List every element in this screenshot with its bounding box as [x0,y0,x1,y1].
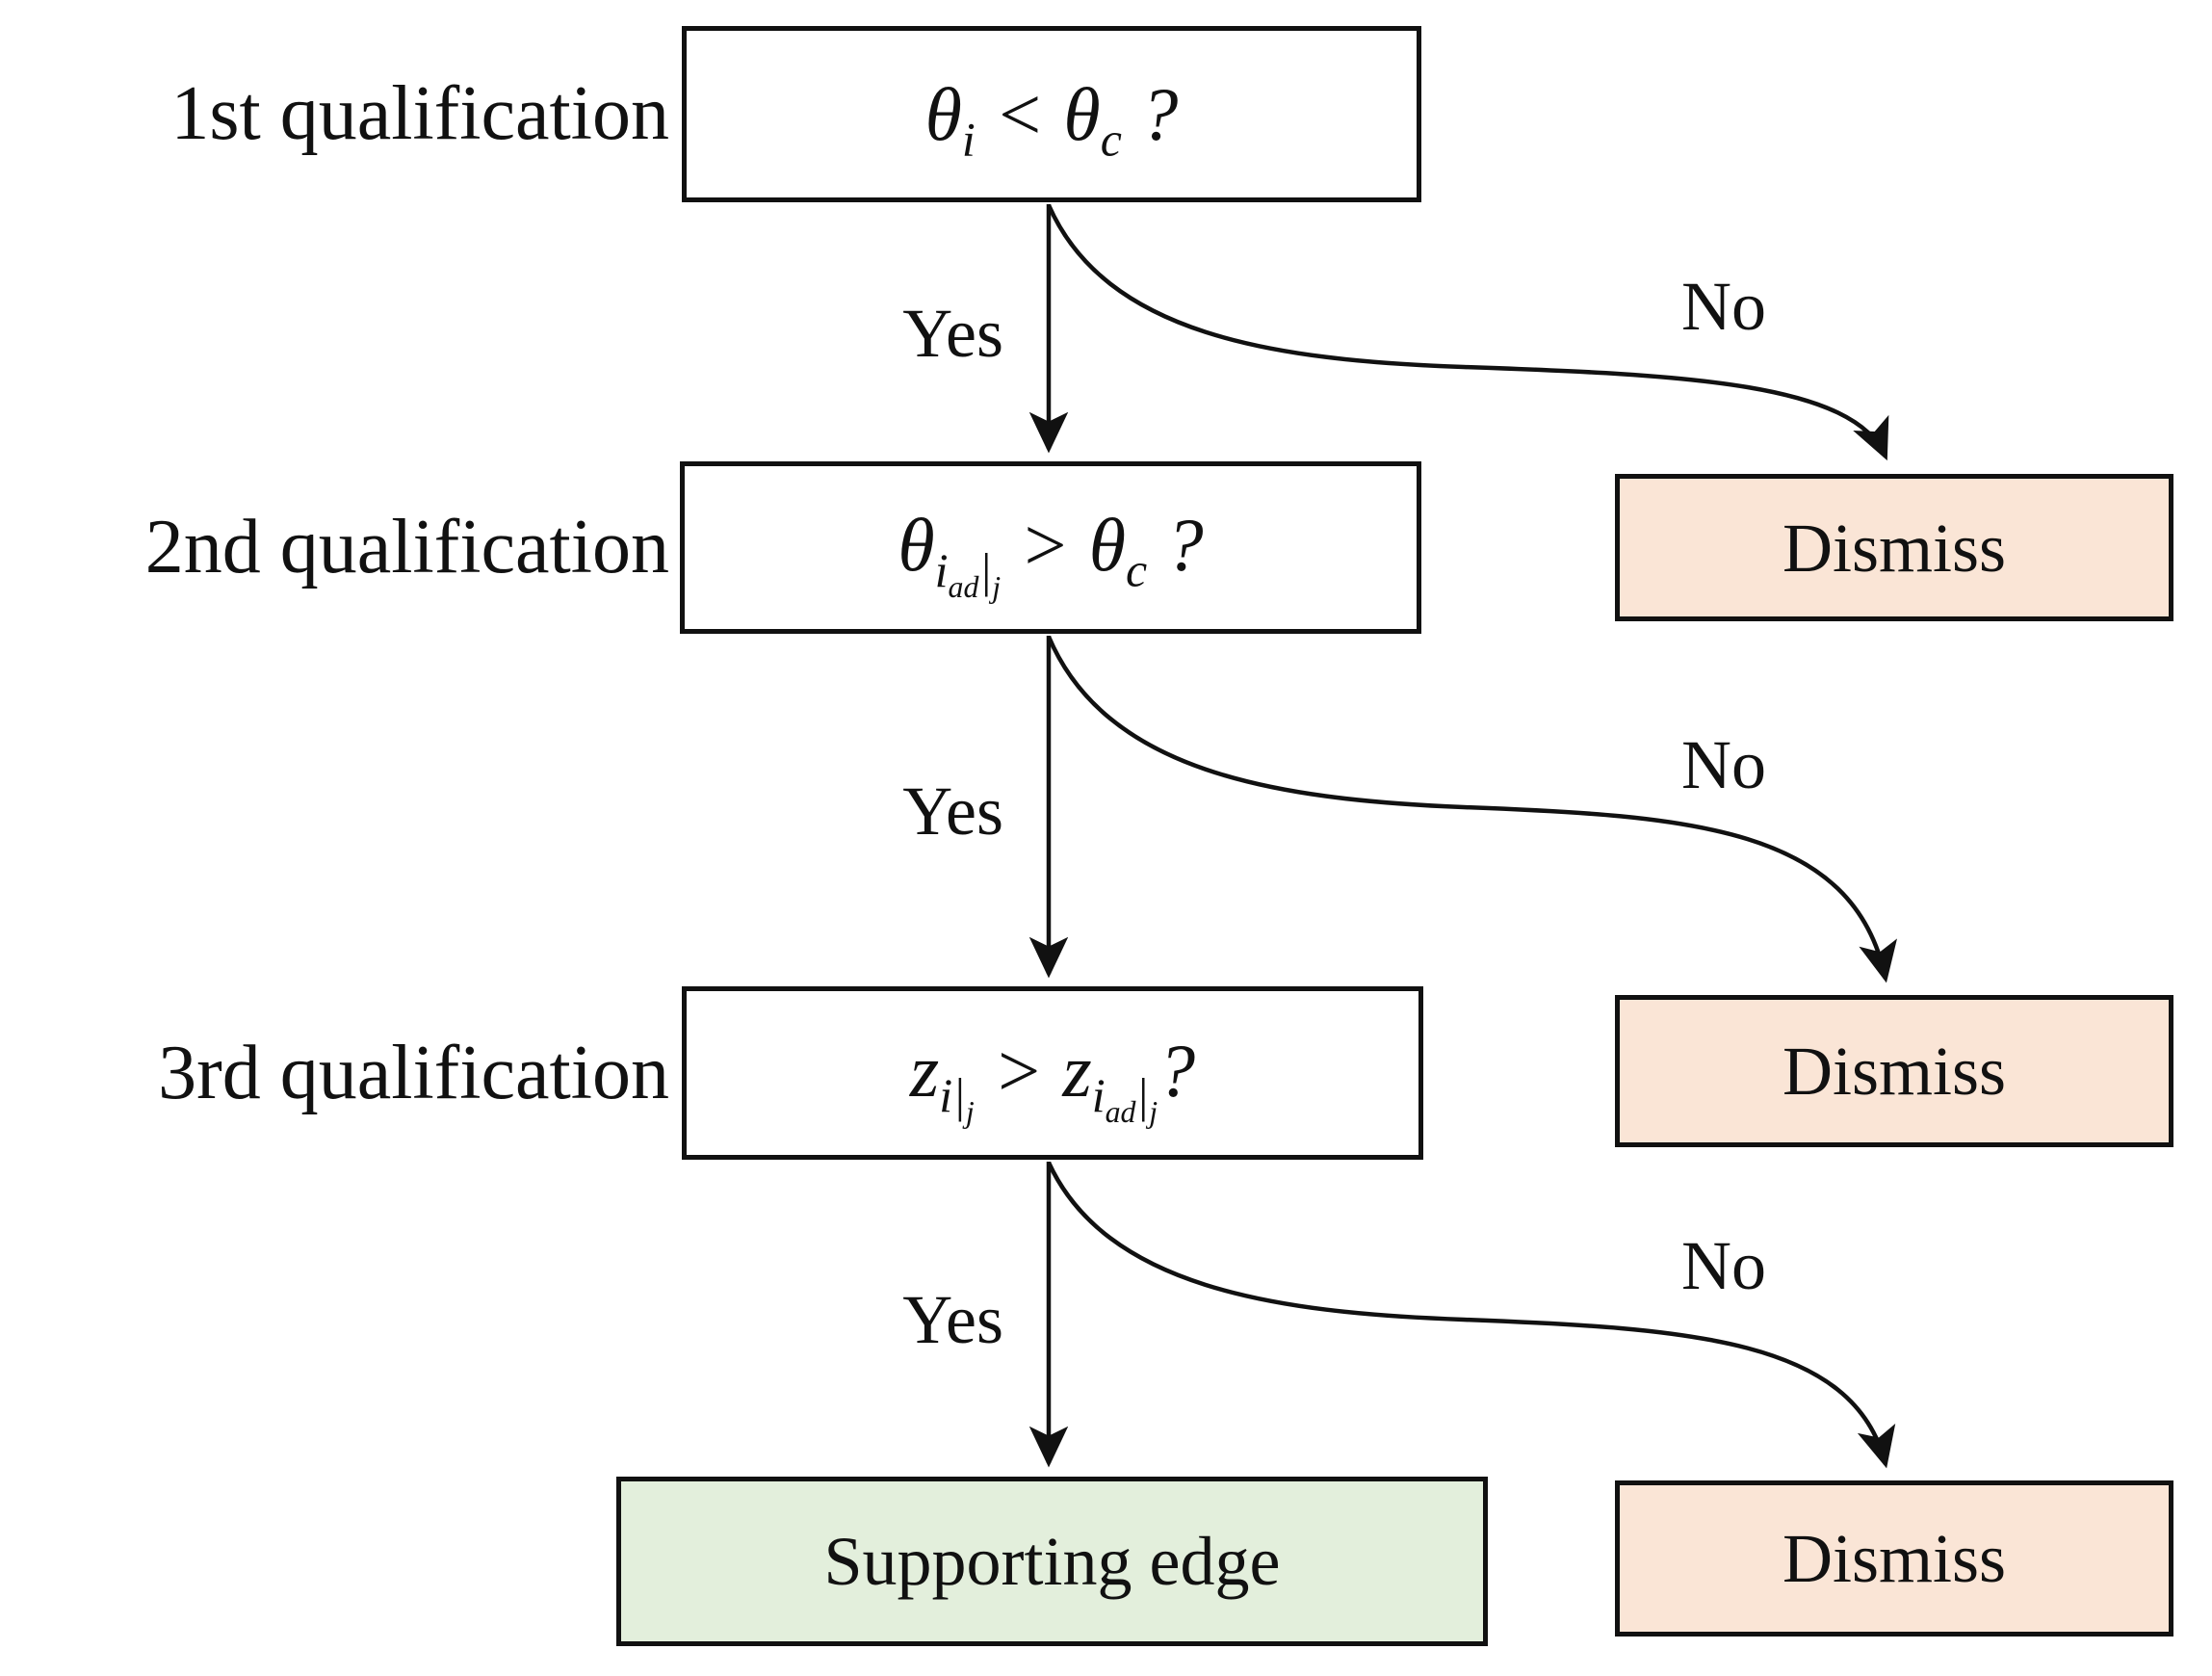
row-label-1st-qualification: 1st qualification [170,71,669,156]
row-label-2nd-qualification: 2nd qualification [144,505,669,589]
no-arrow-2 [1046,636,1897,983]
decision-formula-1: θi < θc ? [924,71,1179,167]
no-label-3: No [1681,1227,1766,1304]
supporting-edge-box: Supporting edge [616,1477,1488,1646]
dismiss-box-3: Dismiss [1615,1480,2173,1637]
no-label-2: No [1681,726,1766,803]
decision-box-2: θiad|j > θc ? [680,461,1421,634]
yes-label-3: Yes [902,1281,1003,1358]
supporting-edge-label: Supporting edge [823,1523,1281,1600]
yes-label-2: Yes [902,773,1003,850]
dismiss-box-2: Dismiss [1615,995,2173,1147]
no-arrow-1 [1046,204,1889,461]
dismiss-label-1: Dismiss [1782,509,2007,587]
no-arrow-3 [1046,1162,1896,1469]
no-label-1: No [1681,268,1766,345]
row-label-3rd-qualification: 3rd qualification [158,1031,669,1115]
decision-box-3: zi|j > ziad|j? [682,986,1423,1160]
decision-formula-3: zi|j > ziad|j? [909,1028,1196,1130]
decision-formula-2: θiad|j > θc ? [898,503,1204,604]
yes-label-1: Yes [902,295,1003,372]
dismiss-box-1: Dismiss [1615,474,2173,621]
decision-box-1: θi < θc ? [682,26,1421,202]
dismiss-label-3: Dismiss [1782,1520,2007,1597]
dismiss-label-2: Dismiss [1782,1033,2007,1110]
